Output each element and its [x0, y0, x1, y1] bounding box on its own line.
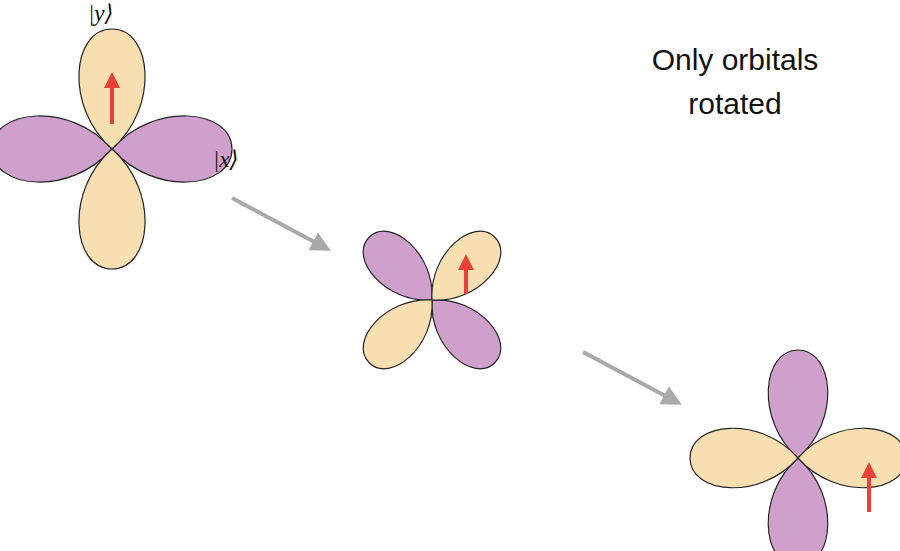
spin-arrow [110, 80, 114, 124]
spin-arrow [867, 470, 871, 512]
state-label: |x⟩ [213, 146, 239, 173]
state-label: |y⟩ [88, 0, 114, 27]
note-text: Only orbitals rotated [610, 38, 860, 126]
d-orbital [0, 29, 232, 269]
spin-arrow [464, 262, 468, 294]
d-orbital [690, 350, 900, 551]
d-orbital [352, 220, 512, 380]
step-arrow [583, 352, 673, 400]
step-arrow [232, 198, 322, 246]
